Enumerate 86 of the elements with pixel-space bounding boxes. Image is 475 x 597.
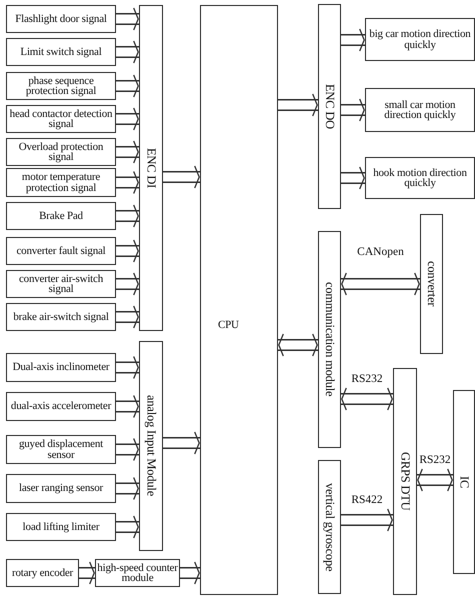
node-label: small car motion direction quickly (383, 100, 457, 120)
double-arrow (116, 140, 139, 164)
node-label: guyed displacement sensor (18, 439, 104, 460)
node-label: ENC DI (144, 148, 158, 188)
signal-box (365, 18, 475, 61)
node-label: head contactor detection signal (8, 108, 114, 130)
signal-box (365, 88, 475, 132)
node-label: IC (456, 476, 472, 488)
node-label: motor temperature protection signal (20, 172, 102, 193)
signal-box (6, 168, 116, 197)
module-block (453, 390, 475, 574)
module-block (139, 5, 163, 331)
double-arrow (341, 272, 420, 296)
signal-box (6, 513, 116, 541)
module-block (318, 4, 341, 209)
double-arrow (180, 561, 200, 585)
double-arrow (341, 166, 365, 190)
signal-box (6, 270, 116, 298)
node-label: converter air-switch signal (18, 274, 104, 294)
node-label: communication module (322, 282, 337, 397)
signal-box (6, 435, 116, 464)
signal-box (6, 303, 116, 331)
node-label: Brake Pad (38, 210, 84, 222)
double-arrow (116, 40, 139, 64)
double-arrow (116, 305, 139, 329)
double-arrow (341, 28, 365, 52)
double-arrow (116, 239, 139, 263)
double-arrow (116, 170, 139, 194)
module-block (318, 231, 341, 448)
node-label: load lifting limiter (22, 522, 100, 532)
edge-label: RS232 (350, 373, 384, 385)
double-arrow (116, 476, 139, 500)
double-arrow (116, 356, 139, 380)
node-label: Overload protection signal (18, 142, 104, 162)
node-label: hook motion direction quickly (372, 168, 468, 188)
double-arrow (278, 333, 318, 357)
signal-box (6, 202, 116, 230)
signal-box (6, 138, 116, 166)
node-label: big car motion direction quickly (368, 29, 472, 50)
signal-box (6, 237, 116, 265)
node-label: analog Input Module (144, 395, 158, 497)
node-label: dual-axis accelerometer (10, 401, 112, 412)
double-arrow (341, 508, 393, 532)
node-label: Dual-axis inclinometer (12, 362, 110, 373)
double-arrow (116, 74, 139, 98)
double-arrow (116, 7, 139, 31)
node-label: phase sequence protection signal (24, 76, 98, 96)
signal-box (6, 474, 116, 503)
double-arrow (116, 272, 139, 296)
edge-label: CANopen (356, 246, 405, 258)
signal-box (6, 72, 116, 100)
double-arrow (417, 468, 453, 492)
module-block (420, 214, 443, 354)
node-label: CPU (217, 320, 240, 330)
node-label: converter (424, 261, 439, 307)
node-label: Limit switch signal (19, 46, 103, 58)
module-block (393, 368, 417, 595)
node-label: brake air-switch signal (12, 312, 110, 322)
double-arrow (116, 394, 139, 418)
double-arrow (341, 98, 365, 122)
signal-box (365, 157, 475, 199)
node-label: high-speed counter module (96, 562, 179, 584)
double-arrow (116, 204, 139, 228)
signal-box (6, 5, 116, 33)
double-arrow (278, 93, 318, 117)
double-arrow (79, 561, 95, 585)
node-label: laser ranging sensor (18, 483, 104, 494)
node-label: Flashlight door signal (14, 14, 108, 24)
node-label: rotary encoder (10, 568, 74, 578)
double-arrow (116, 515, 139, 539)
signal-box (6, 38, 116, 66)
node-label: vertical gyroscope (322, 482, 337, 572)
double-arrow (116, 107, 139, 131)
signal-box (6, 353, 116, 382)
signal-box (6, 559, 79, 587)
module-block (318, 460, 341, 594)
node-label: GRPS DTU (398, 452, 412, 511)
module-block (139, 341, 163, 551)
double-arrow (116, 438, 139, 462)
double-arrow (341, 387, 393, 411)
edge-label: RS232 (418, 454, 452, 466)
node-label: converter fault signal (15, 246, 107, 256)
signal-box (6, 392, 116, 421)
node-label: ENC DO (322, 84, 337, 129)
cpu-block (200, 5, 278, 595)
edge-label: RS422 (350, 494, 384, 506)
